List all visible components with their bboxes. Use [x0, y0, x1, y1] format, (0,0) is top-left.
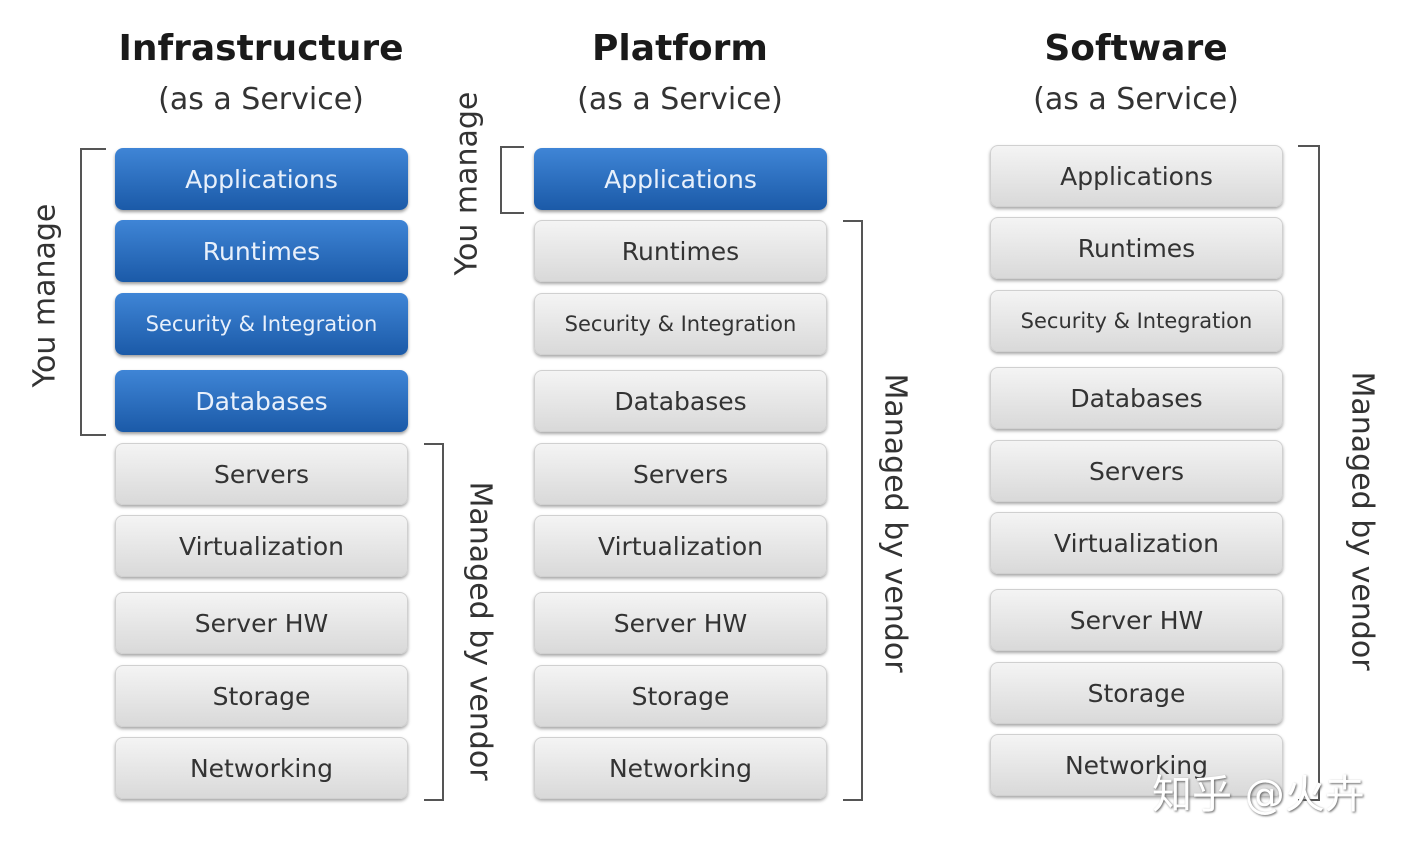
saas-vendor-bracket	[1298, 145, 1320, 801]
paas-layer-virtualization: Virtualization	[534, 515, 827, 577]
iaas-you-manage-bracket	[80, 148, 106, 436]
paas-vendor-bracket	[843, 220, 863, 801]
paas-layer-applications: Applications	[534, 148, 827, 210]
saas-layer-servers: Servers	[990, 440, 1283, 502]
iaas-subtitle: (as a Service)	[158, 82, 364, 117]
paas-layer-security-integration: Security & Integration	[534, 293, 827, 355]
saas-layer-applications: Applications	[990, 145, 1283, 207]
paas-subtitle: (as a Service)	[577, 82, 783, 117]
paas-title: Platform	[592, 28, 768, 69]
iaas-title: Infrastructure	[118, 28, 404, 69]
paas-layer-servers: Servers	[534, 443, 827, 505]
saas-subtitle: (as a Service)	[1033, 82, 1239, 117]
iaas-layer-applications: Applications	[115, 148, 408, 210]
iaas-layer-databases: Databases	[115, 370, 408, 432]
iaas-vendor-label: Managed by vendor	[462, 481, 498, 781]
iaas-layer-server-hw: Server HW	[115, 592, 408, 654]
saas-layer-server-hw: Server HW	[990, 589, 1283, 651]
saas-layer-networking: Networking	[990, 734, 1283, 796]
saas-layer-security-integration: Security & Integration	[990, 290, 1283, 352]
saas-layer-virtualization: Virtualization	[990, 512, 1283, 574]
saas-layer-storage: Storage	[990, 662, 1283, 724]
paas-layer-networking: Networking	[534, 737, 827, 799]
watermark: 知乎 @火卉	[1152, 772, 1365, 818]
iaas-vendor-bracket	[424, 443, 444, 801]
iaas-layer-servers: Servers	[115, 443, 408, 505]
paas-layer-server-hw: Server HW	[534, 592, 827, 654]
iaas-layer-security-integration: Security & Integration	[115, 293, 408, 355]
iaas-layer-virtualization: Virtualization	[115, 515, 408, 577]
paas-layer-storage: Storage	[534, 665, 827, 727]
saas-layer-databases: Databases	[990, 367, 1283, 429]
saas-vendor-label: Managed by vendor	[1344, 371, 1380, 671]
paas-layer-runtimes: Runtimes	[534, 220, 827, 282]
paas-you-manage-bracket	[500, 146, 524, 214]
saas-title: Software	[1044, 28, 1228, 69]
iaas-you-manage-label: You manage	[27, 203, 63, 388]
paas-layer-databases: Databases	[534, 370, 827, 432]
iaas-layer-runtimes: Runtimes	[115, 220, 408, 282]
iaas-layer-networking: Networking	[115, 737, 408, 799]
paas-vendor-label: Managed by vendor	[877, 373, 913, 673]
paas-you-manage-label: You manage	[449, 91, 485, 276]
saas-layer-runtimes: Runtimes	[990, 217, 1283, 279]
iaas-layer-storage: Storage	[115, 665, 408, 727]
